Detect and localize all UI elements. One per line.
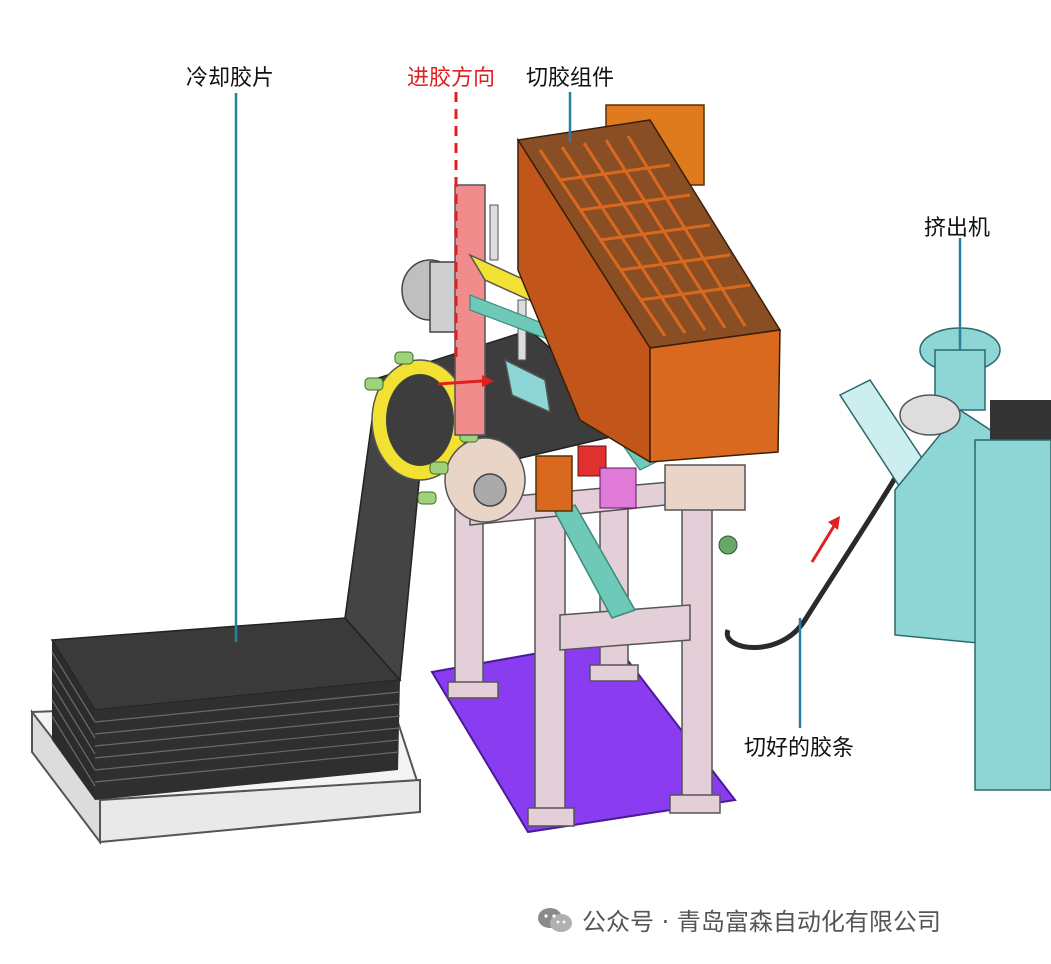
support-frame bbox=[447, 477, 721, 827]
cut-strip bbox=[724, 468, 903, 650]
label-cut-strips: 切好的胶条 bbox=[744, 736, 855, 761]
label-extruder: 挤出机 bbox=[924, 216, 991, 241]
wechat-icon bbox=[538, 907, 572, 932]
label-feed-direction: 进胶方向 bbox=[407, 66, 496, 91]
conveyor bbox=[364, 329, 642, 523]
watermark-text: 公众号 · 青岛富森自动化有限公司 bbox=[582, 908, 941, 936]
strip-arrow bbox=[810, 516, 840, 563]
label-cutting-assembly: 切胶组件 bbox=[526, 66, 615, 91]
pink-plate bbox=[599, 467, 637, 509]
extruder bbox=[838, 327, 1051, 791]
green-valve bbox=[718, 535, 738, 555]
feed-arrow bbox=[437, 375, 494, 387]
orange-block bbox=[535, 455, 573, 512]
callout-lines bbox=[234, 92, 962, 728]
watermark: 公众号 · 青岛富森自动化有限公司 bbox=[536, 902, 941, 937]
cooling-sheet-stack bbox=[50, 419, 426, 800]
tan-bracket bbox=[664, 464, 746, 511]
cutter-box bbox=[516, 104, 782, 464]
label-cooling-sheet: 冷却胶片 bbox=[186, 66, 275, 91]
